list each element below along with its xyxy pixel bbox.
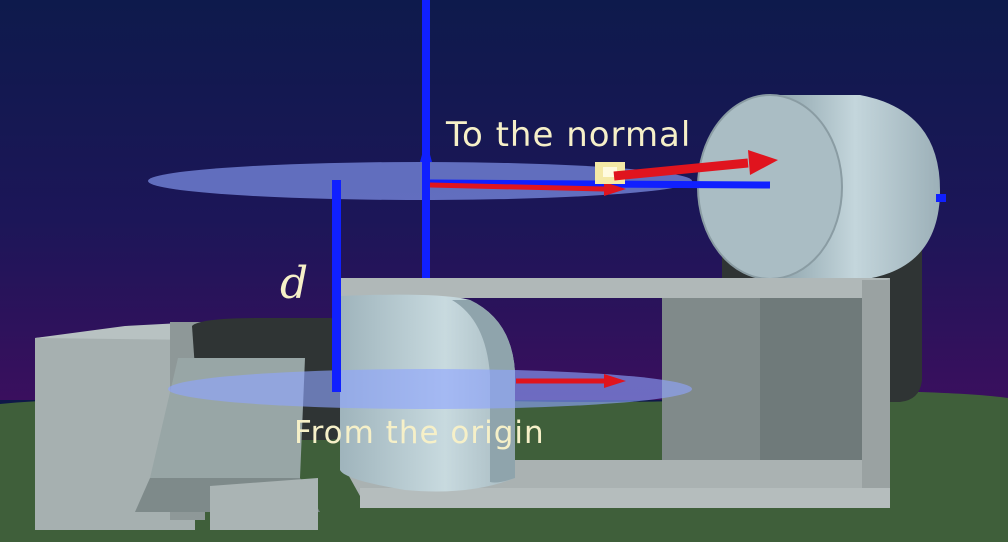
distance-symbol-label: d [280, 258, 310, 309]
normal-axis-arrowhead [420, 140, 432, 162]
upper-plane [148, 162, 692, 200]
from-origin-label: From the origin [294, 415, 545, 451]
normal-axis-upper [422, 0, 430, 181]
to-normal-label: To the normal [446, 115, 692, 155]
normal-red-arrow [613, 150, 778, 181]
normal-axis-lower [422, 181, 430, 278]
right-edge-axis-stub [936, 194, 946, 202]
distance-line [332, 180, 341, 392]
cylinder-object [697, 94, 940, 280]
upper-red-arrow [429, 182, 626, 196]
lower-red-arrow [516, 374, 626, 388]
lower-plane [168, 369, 692, 409]
